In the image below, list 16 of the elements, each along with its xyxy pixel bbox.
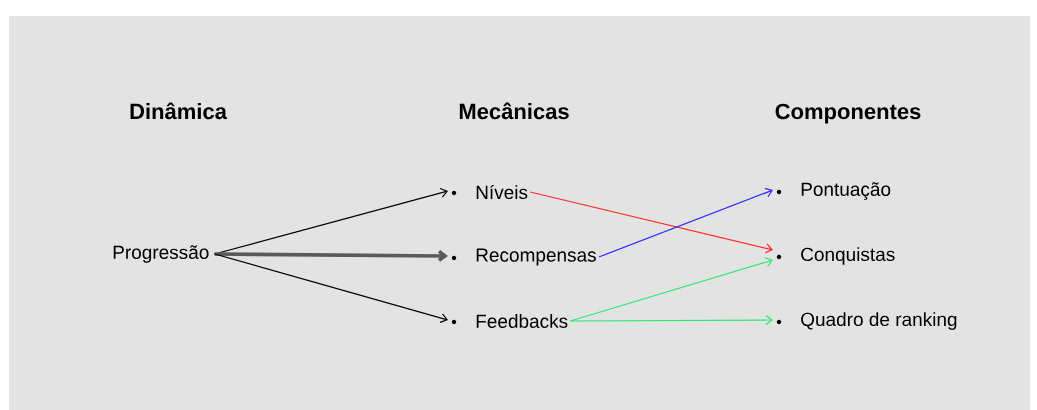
- item-text: Quadro de ranking: [801, 312, 957, 330]
- item-text: Conquistas: [801, 247, 895, 265]
- column-heading: Mecânicas: [459, 102, 569, 120]
- arrow: [569, 314, 773, 326]
- column-heading: Componentes: [775, 103, 921, 124]
- item-text: Pontuação: [801, 182, 891, 200]
- arrow: [213, 253, 448, 324]
- item-text: Níveis: [476, 184, 528, 200]
- arrow: [213, 187, 448, 255]
- arrow: [214, 250, 448, 262]
- arrow: [529, 191, 773, 254]
- column-heading: Dinâmica: [130, 102, 228, 120]
- item-text: Feedbacks: [476, 314, 568, 328]
- item-text: Recompensas: [476, 248, 596, 266]
- arrow: [598, 187, 773, 258]
- item-text: Progressão: [113, 245, 209, 263]
